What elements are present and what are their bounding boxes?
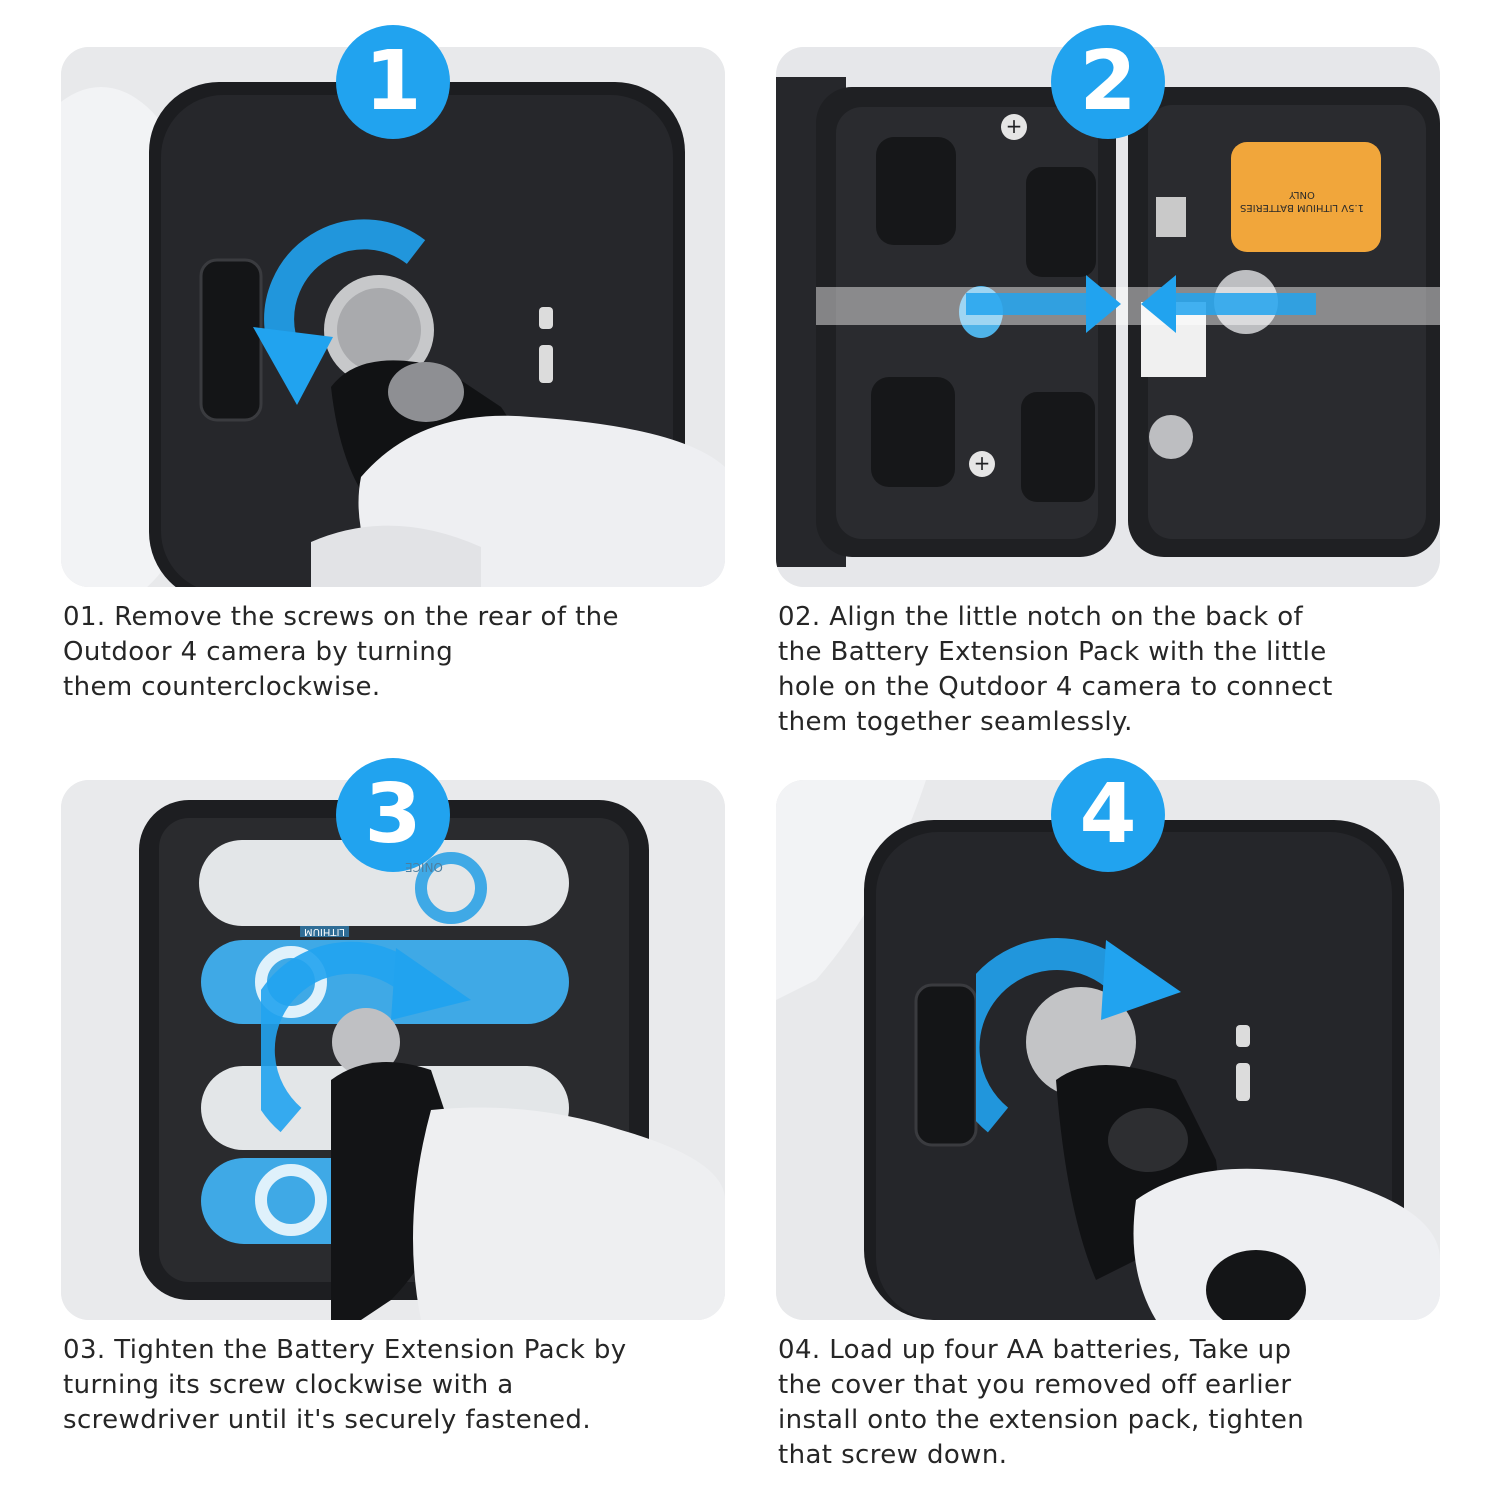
caption-line: turning its screw clockwise with a: [63, 1370, 514, 1400]
caption-line: hole on the Qutdoor 4 camera to connect: [778, 672, 1333, 702]
step-2-photo: + +: [776, 47, 1440, 587]
counterclockwise-arrow-icon: [253, 219, 426, 405]
caption-line: install onto the extension pack, tighten: [778, 1405, 1305, 1435]
step-4-caption: 04. Load up four AA batteries, Take up t…: [778, 1333, 1442, 1473]
caption-line: Outdoor 4 camera by turning: [63, 637, 454, 667]
caption-line: them counterclockwise.: [63, 672, 381, 702]
clockwise-arrow-icon: [261, 941, 471, 1133]
caption-line: the cover that you removed off earlier: [778, 1370, 1292, 1400]
caption-line: 02. Align the little notch on the back o…: [778, 602, 1304, 632]
step-2-caption: 02. Align the little notch on the back o…: [778, 600, 1442, 740]
step-number-badge: 3: [336, 758, 450, 872]
battery-label-orange: 1.5V LITHIUM BATTERIES ONLY: [1240, 189, 1364, 213]
caption-line: them together seamlessly.: [778, 707, 1133, 737]
clockwise-arrow-icon: [976, 938, 1181, 1133]
svg-text:+: +: [974, 451, 991, 475]
step-number-badge: 1: [336, 25, 450, 139]
step-3-caption: 03. Tighten the Battery Extension Pack b…: [63, 1333, 727, 1438]
caption-line: 01. Remove the screws on the rear of the: [63, 602, 619, 632]
caption-line: that screw down.: [778, 1440, 1008, 1470]
svg-text:+: +: [1006, 114, 1023, 138]
step-number-badge: 2: [1051, 25, 1165, 139]
caption-line: screwdriver until it's securely fastened…: [63, 1405, 591, 1435]
caption-line: the Battery Extension Pack with the litt…: [778, 637, 1327, 667]
step-number-badge: 4: [1051, 758, 1165, 872]
caption-line: 04. Load up four AA batteries, Take up: [778, 1335, 1292, 1365]
battery-type-label: LITHIUM: [300, 926, 350, 937]
battery-brand-label: ONICE: [405, 860, 443, 874]
step-1-photo: [61, 47, 725, 587]
caption-line: 03. Tighten the Battery Extension Pack b…: [63, 1335, 627, 1365]
step-3-photo: [61, 780, 725, 1320]
step-1-caption: 01. Remove the screws on the rear of the…: [63, 600, 727, 705]
align-arrows-icon: [966, 275, 1316, 333]
